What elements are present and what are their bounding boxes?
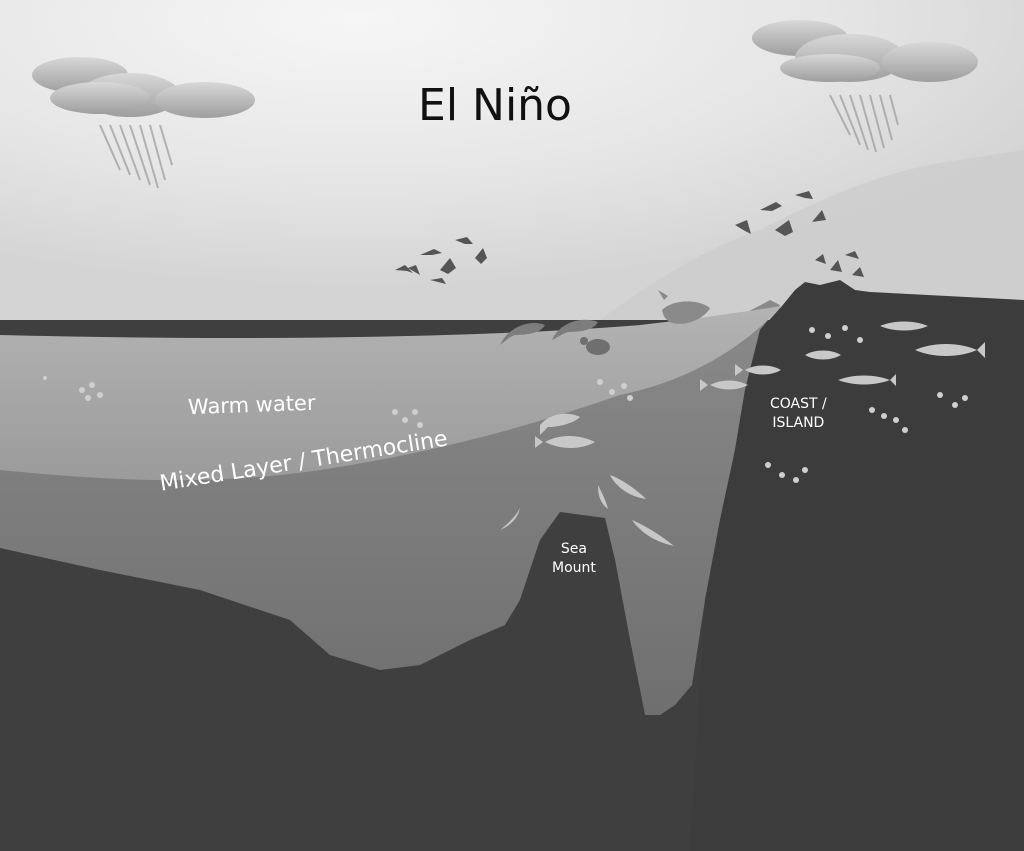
coast-island-label-line: COAST / (770, 395, 827, 414)
sea-mount-label-line: Mount (552, 559, 596, 578)
coast-island-label: COAST / ISLAND (770, 395, 827, 433)
coast-island-label-line: ISLAND (770, 414, 827, 433)
sea-mount-label-line: Sea (552, 540, 596, 559)
sea-mount-label: Sea Mount (552, 540, 596, 578)
warm-water-label: Warm water (188, 391, 316, 419)
diagram-title: El Niño (0, 80, 990, 131)
